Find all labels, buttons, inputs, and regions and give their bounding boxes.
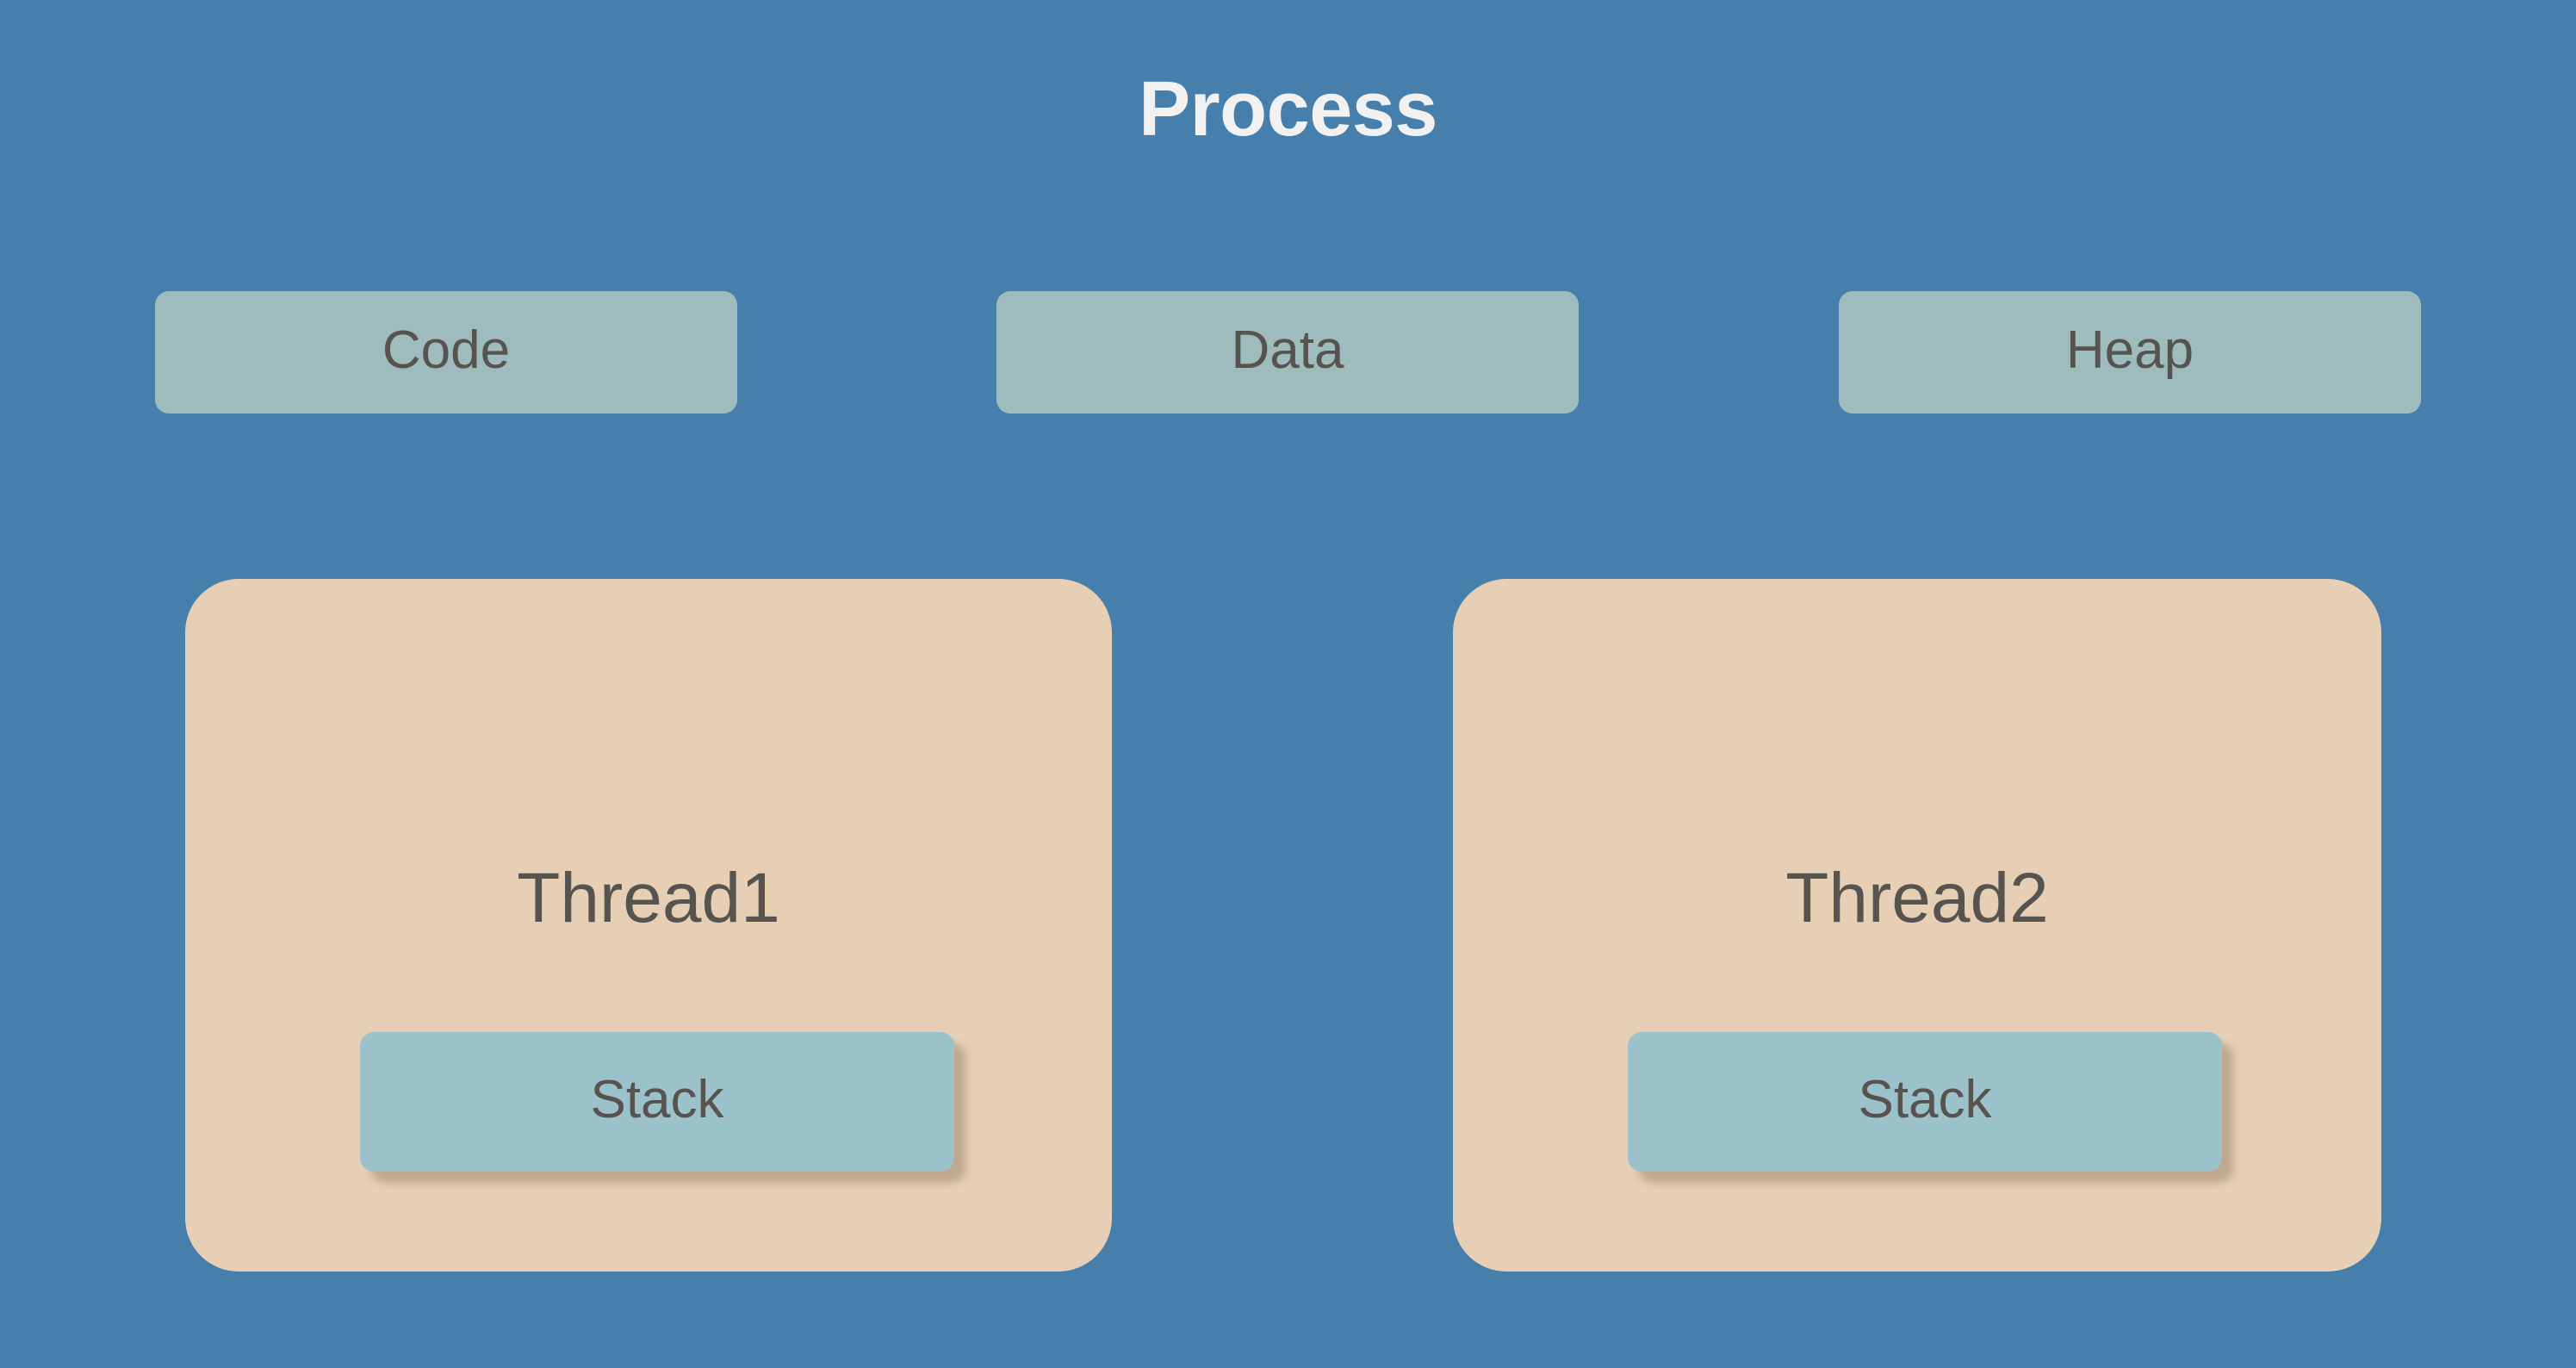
thread-label-1: Thread1 [517, 859, 780, 937]
stack-box-thread-1: Stack [360, 1032, 954, 1172]
segment-box-heap: Heap [1839, 291, 2421, 414]
segment-box-code: Code [155, 291, 737, 414]
stack-label-thread-1: Stack [590, 1070, 724, 1129]
process-title: Process [1139, 66, 1437, 152]
thread-box-2: Thread2 Stack [1453, 579, 2381, 1272]
thread-label-2: Thread2 [1785, 859, 2049, 937]
segment-label-heap: Heap [2065, 320, 2194, 380]
stack-label-thread-2: Stack [1858, 1070, 1992, 1129]
segment-box-data: Data [996, 291, 1579, 414]
segment-label-data: Data [1231, 320, 1344, 380]
thread-box-1: Thread1 Stack [185, 579, 1112, 1272]
stack-box-thread-2: Stack [1628, 1032, 2222, 1172]
segment-label-code: Code [382, 320, 511, 380]
